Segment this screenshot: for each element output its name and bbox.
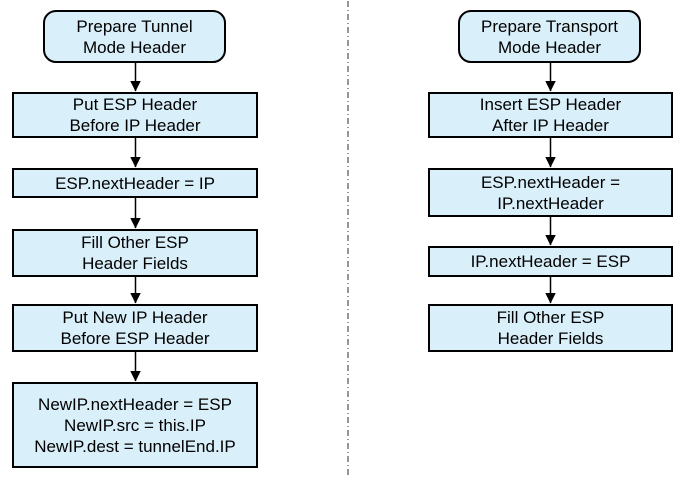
- node-insert-esp-header-after-ip-header: Insert ESP Header After IP Header: [428, 92, 673, 138]
- node-text-line: Prepare Transport: [480, 16, 618, 36]
- node-fill-other-esp-header-fields-right: Fill Other ESP Header Fields: [428, 304, 673, 352]
- node-put-new-ip-header-before-esp-header: Put New IP Header Before ESP Header: [12, 304, 258, 352]
- node-text-line: Fill Other ESP: [81, 233, 189, 252]
- node-text-line: Put New IP Header: [62, 308, 208, 327]
- node-text-line: Header Fields: [82, 254, 188, 273]
- node-text-line: IP.nextHeader = ESP: [470, 252, 631, 271]
- node-text-line: Put ESP Header: [72, 95, 198, 114]
- node-esp-nextheader-equals-ip-nextheader: ESP.nextHeader = IP.nextHeader: [428, 168, 673, 217]
- node-text-line: Mode Header: [497, 37, 601, 57]
- node-text-line: Prepare Tunnel: [76, 16, 193, 36]
- node-text-line: Fill Other ESP: [496, 308, 605, 327]
- node-text-line: Mode Header: [82, 37, 186, 57]
- node-fill-other-esp-header-fields-left: Fill Other ESP Header Fields: [12, 229, 258, 277]
- node-text-line: Header Fields: [497, 329, 604, 348]
- node-prepare-tunnel-mode-header: Prepare Tunnel Mode Header: [43, 10, 226, 63]
- node-text-line: ESP.nextHeader = IP: [55, 173, 215, 193]
- node-text-line: NewIP.src = this.IP: [64, 415, 206, 435]
- node-prepare-transport-mode-header: Prepare Transport Mode Header: [458, 10, 641, 63]
- node-esp-nextheader-equals-ip: ESP.nextHeader = IP: [12, 168, 258, 198]
- node-newip-field-assignments: NewIP.nextHeader = ESP NewIP.src = this.…: [12, 382, 258, 468]
- node-text-line: After IP Header: [492, 116, 609, 135]
- node-text-line: ESP.nextHeader =: [480, 172, 621, 192]
- node-text-line: Before ESP Header: [60, 329, 210, 348]
- node-text-line: Before IP Header: [69, 116, 201, 135]
- node-text-line: Insert ESP Header: [479, 95, 622, 114]
- node-ip-nextheader-equals-esp: IP.nextHeader = ESP: [428, 246, 673, 277]
- node-text-line: IP.nextHeader: [497, 193, 604, 213]
- node-put-esp-header-before-ip-header: Put ESP Header Before IP Header: [12, 92, 258, 138]
- node-text-line: NewIP.nextHeader = ESP: [38, 394, 232, 414]
- node-text-line: NewIP.dest = tunnelEnd.IP: [34, 436, 236, 456]
